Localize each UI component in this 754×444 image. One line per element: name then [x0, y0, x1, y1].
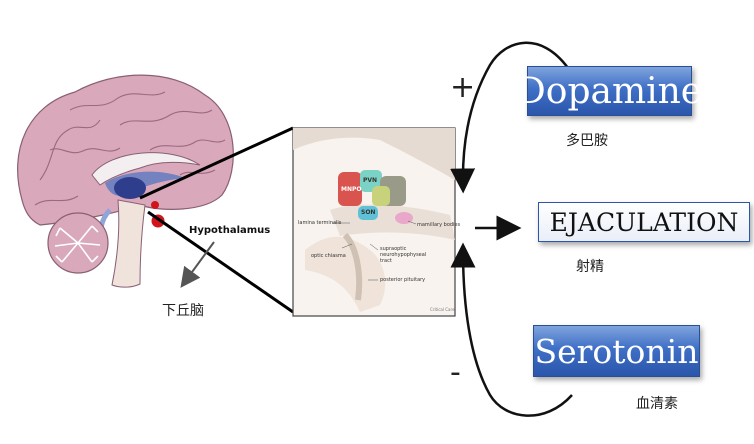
serotonin-label: Serotonin [534, 331, 699, 371]
hypothalamus-cn-label: 下丘脑 [162, 303, 204, 319]
mnpo-label: MNPO [341, 186, 362, 193]
serotonin-box: Serotonin [533, 325, 700, 377]
mnpo-nucleus [338, 172, 362, 206]
mammillary-body [395, 212, 413, 224]
thalamus [114, 177, 146, 199]
dopamine-cn-label: 多巴胺 [566, 133, 608, 149]
dopamine-box: Dopamine [517, 66, 702, 116]
mammillary-label: mamillary bodies [417, 222, 461, 228]
son-nucleus [358, 206, 378, 220]
optic-label: optic chiasma [311, 253, 346, 259]
hypothalamus-pointer [180, 241, 215, 288]
ejaculation-cn-label: 射精 [576, 259, 604, 275]
brainstem [111, 199, 146, 288]
ejaculation-label: EJACULATION [549, 207, 739, 237]
son-label: SON [361, 209, 376, 216]
supraoptic-label: supraoptic neurohypophyseal tract [380, 246, 427, 264]
credit-label: Critical Care [430, 307, 455, 312]
gyri [34, 91, 226, 206]
hypothalamus-dot [151, 201, 159, 209]
cerebellum [47, 212, 109, 274]
nucleus-yellow [372, 186, 390, 206]
positive-sign: + [450, 70, 476, 105]
negative-sign: - [450, 355, 461, 390]
ejaculation-box: EJACULATION [538, 202, 750, 242]
detail-panel [292, 127, 456, 317]
hypothalamus-label: Hypothalamus [189, 225, 271, 236]
corpus-callosum [91, 152, 201, 186]
zoom-line-top [139, 126, 294, 200]
zoom-line-bottom [147, 210, 294, 314]
posterior-label: posterior pituitary [380, 277, 426, 283]
brain-illustration [17, 74, 234, 288]
lamina-label: lamina terminalis [298, 220, 342, 226]
dopamine-label: Dopamine [516, 70, 703, 112]
dopamine-feedback-arrow [450, 41, 570, 194]
serotonin-feedback-arrow [450, 242, 573, 417]
pvn-label: PVN [363, 177, 378, 184]
serotonin-cn-label: 血清素 [636, 396, 678, 412]
